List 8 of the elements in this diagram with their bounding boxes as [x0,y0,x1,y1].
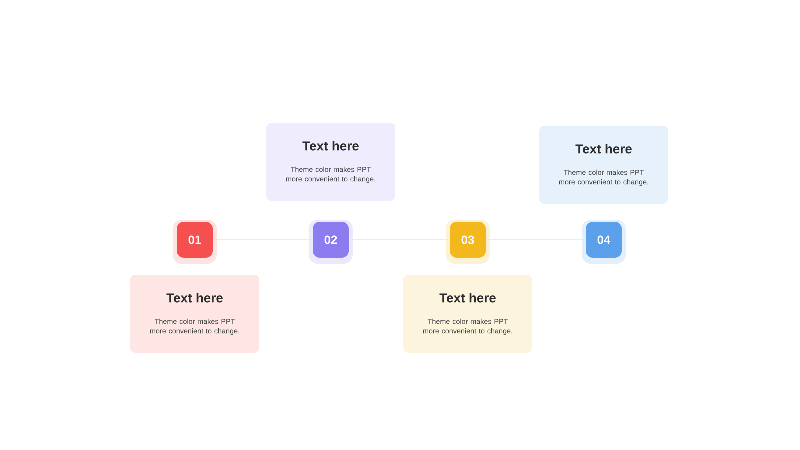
card-heading: Text here [440,293,496,303]
number-badge: 01 [173,220,217,264]
number-badge: 03 [446,220,490,264]
card-heading: Text here [576,144,632,154]
number-badge: 02 [309,220,353,264]
card-heading: Text here [166,293,223,303]
number-badge: 04 [582,220,626,264]
card-heading: Text here [302,141,359,151]
